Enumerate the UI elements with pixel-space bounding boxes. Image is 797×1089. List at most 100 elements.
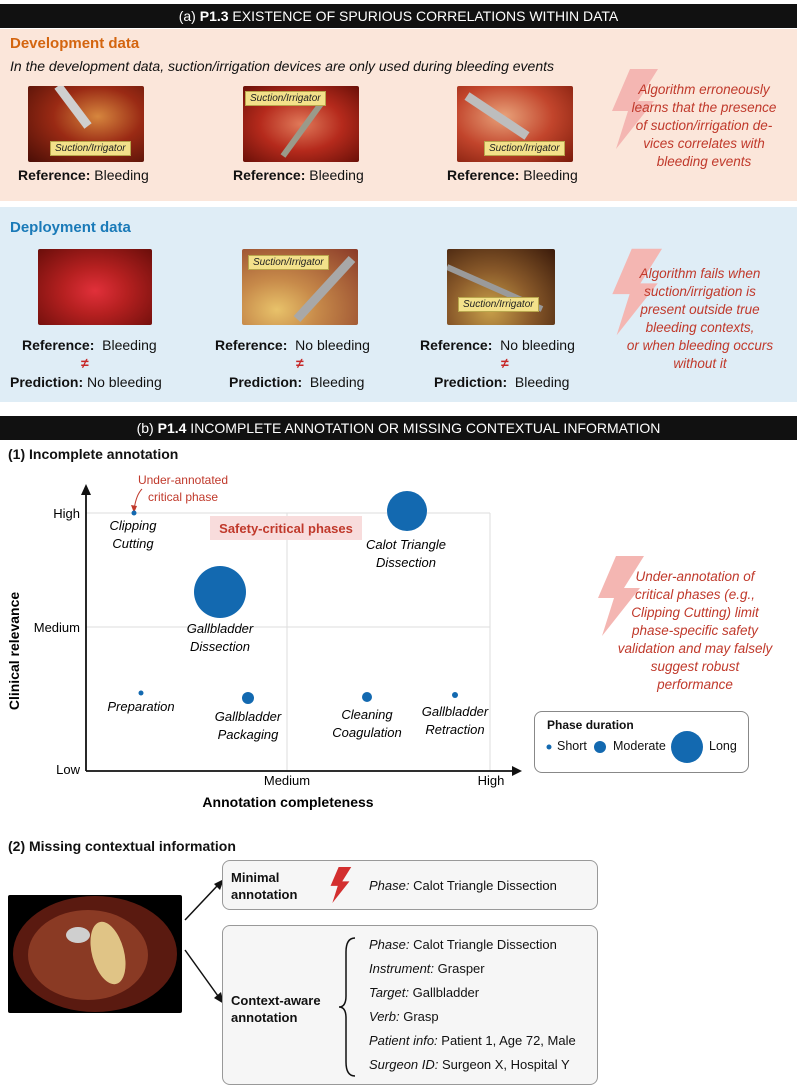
context-row-verb: Verb: Grasp xyxy=(369,1009,439,1024)
suction-irrigator-tag: Suction/Irrigator xyxy=(458,297,539,312)
context-row-surgeon: Surgeon ID: Surgeon X, Hospital Y xyxy=(369,1057,570,1072)
note-line: performance xyxy=(657,677,733,692)
arrow-to-minimal xyxy=(184,884,219,921)
point-cleaning-coagulation xyxy=(362,692,372,702)
x-tick-medium: Medium xyxy=(264,773,310,788)
suction-irrigator-tag: Suction/Irrigator xyxy=(245,91,326,106)
section-a-title: EXISTENCE OF SPURIOUS CORRELATIONS WITHI… xyxy=(228,8,619,24)
suction-irrigator-tag: Suction/Irrigator xyxy=(248,255,329,270)
missing-context-title: (2) Missing contextual information xyxy=(8,838,236,854)
row-key: Phase: xyxy=(369,937,410,952)
development-note: Algorithm erroneously learns that the pr… xyxy=(618,81,790,171)
note-line: Clipping Cutting) limit xyxy=(631,605,759,620)
arrow-head-icon xyxy=(214,879,224,890)
incomplete-annotation-note: Under-annotation of critical phases (e.g… xyxy=(600,568,790,694)
minimal-annotation-box: Minimal annotation Phase: Calot Triangle… xyxy=(222,860,598,910)
context-label-2: annotation xyxy=(231,1010,298,1025)
point-clipping-cutting xyxy=(131,510,137,516)
y-axis-label: Clinical relevance xyxy=(6,592,22,711)
context-row-patient: Patient info: Patient 1, Age 72, Male xyxy=(369,1033,576,1048)
instrument-graphic xyxy=(293,255,356,323)
ref-label: Reference: xyxy=(233,167,306,183)
y-tick-high: High xyxy=(53,506,80,521)
not-equal-icon: ≠ xyxy=(501,355,509,371)
not-equal-icon: ≠ xyxy=(81,355,89,371)
point-gallbladder-packaging xyxy=(242,692,254,704)
dep-reference-2: Reference: No bleeding xyxy=(215,337,370,353)
label-gb-retraction-2: Retraction xyxy=(425,722,484,737)
callout-arrow-icon xyxy=(131,505,137,513)
point-gallbladder-dissection xyxy=(194,566,246,618)
dep-prediction-2: Prediction: Bleeding xyxy=(229,374,364,390)
ref-label: Reference: xyxy=(215,337,288,353)
ref-value: Bleeding xyxy=(309,167,364,183)
row-key: Patient info: xyxy=(369,1033,438,1048)
label-gb-retraction: Gallbladder xyxy=(422,704,489,719)
legend-moderate: Moderate xyxy=(613,739,666,753)
row-value: Patient 1, Age 72, Male xyxy=(441,1033,576,1048)
instrument-graphic xyxy=(464,92,530,140)
lightning-bolt-icon xyxy=(330,867,352,903)
label-cutting: Cutting xyxy=(112,536,154,551)
label-gb-dissection-2: Dissection xyxy=(190,639,250,654)
deployment-note: Algorithm fails when suction/irrigation … xyxy=(610,265,790,373)
development-title: Development data xyxy=(10,35,140,52)
point-gallbladder-retraction xyxy=(452,692,458,698)
ref-label: Reference: xyxy=(22,337,95,353)
minimal-phase: Phase: Calot Triangle Dissection xyxy=(369,878,557,893)
arrow-to-context xyxy=(184,949,219,997)
label-cleaning: Cleaning xyxy=(341,707,393,722)
x-tick-high: High xyxy=(478,773,505,788)
annotation-chart: Safety-critical phases Under-annotated c… xyxy=(6,473,522,810)
instrument-graphic xyxy=(280,99,326,158)
ref-value: No bleeding xyxy=(295,337,370,353)
legend-short-marker xyxy=(546,744,552,750)
y-tick-low: Low xyxy=(56,762,80,777)
note-line: suction/irrigation is xyxy=(644,284,756,299)
minimal-phase-value: Calot Triangle Dissection xyxy=(413,878,557,893)
legend-title: Phase duration xyxy=(547,718,634,732)
note-line: without it xyxy=(673,356,727,371)
point-labels: Clipping Cutting Calot Triangle Dissecti… xyxy=(107,518,489,742)
note-line: learns that the presence xyxy=(631,100,777,115)
chart-legend: Phase duration Short Moderate Long xyxy=(534,711,749,773)
point-preparation xyxy=(138,690,144,696)
instrument-graphic xyxy=(447,264,544,312)
lightning-bolt-icon xyxy=(612,69,658,149)
lightning-bolt-icon xyxy=(598,556,644,636)
note-line: of suction/irrigation de- xyxy=(635,118,773,133)
context-row-phase: Phase: Calot Triangle Dissection xyxy=(369,937,557,952)
surgical-image-dep-3 xyxy=(447,249,555,325)
row-key: Verb: xyxy=(369,1009,400,1024)
minimal-label: Minimal annotation xyxy=(231,869,297,903)
context-label-1: Context-aware xyxy=(231,993,321,1008)
row-key: Surgeon ID: xyxy=(369,1057,439,1072)
note-line: or when bleeding occurs xyxy=(626,338,774,353)
pred-label: Prediction: xyxy=(10,374,84,390)
context-row-target: Target: Gallbladder xyxy=(369,985,479,1000)
suction-irrigator-tag: Suction/Irrigator xyxy=(484,141,565,156)
deployment-title: Deployment data xyxy=(10,219,131,236)
development-subtitle: In the development data, suction/irrigat… xyxy=(10,58,555,74)
label-gb-dissection: Gallbladder xyxy=(187,621,254,636)
row-value: Calot Triangle Dissection xyxy=(413,937,557,952)
note-line: vices correlates with xyxy=(643,136,765,151)
y-tick-medium: Medium xyxy=(34,620,80,635)
row-value: Grasper xyxy=(437,961,485,976)
note-line: phase-specific safety xyxy=(631,623,759,638)
minimal-label-1: Minimal xyxy=(231,870,280,885)
row-key: Target: xyxy=(369,985,409,1000)
callout-line-1: Under-annotated xyxy=(138,473,228,487)
dep-reference-1: Reference: Bleeding xyxy=(22,337,157,353)
note-line: Under-annotation of xyxy=(635,569,755,584)
legend-markers xyxy=(546,731,703,763)
note-line: Algorithm fails when xyxy=(639,266,761,281)
branch-arrows xyxy=(184,879,224,1004)
label-gb-packaging: Gallbladder xyxy=(215,709,282,724)
section-a-code: P1.3 xyxy=(199,8,229,24)
ref-label: Reference: xyxy=(447,167,520,183)
row-value: Grasp xyxy=(403,1009,439,1024)
note-line: bleeding events xyxy=(656,154,752,169)
instrument-graphic xyxy=(54,86,92,129)
dev-reference-2: Reference: Bleeding xyxy=(233,167,364,183)
